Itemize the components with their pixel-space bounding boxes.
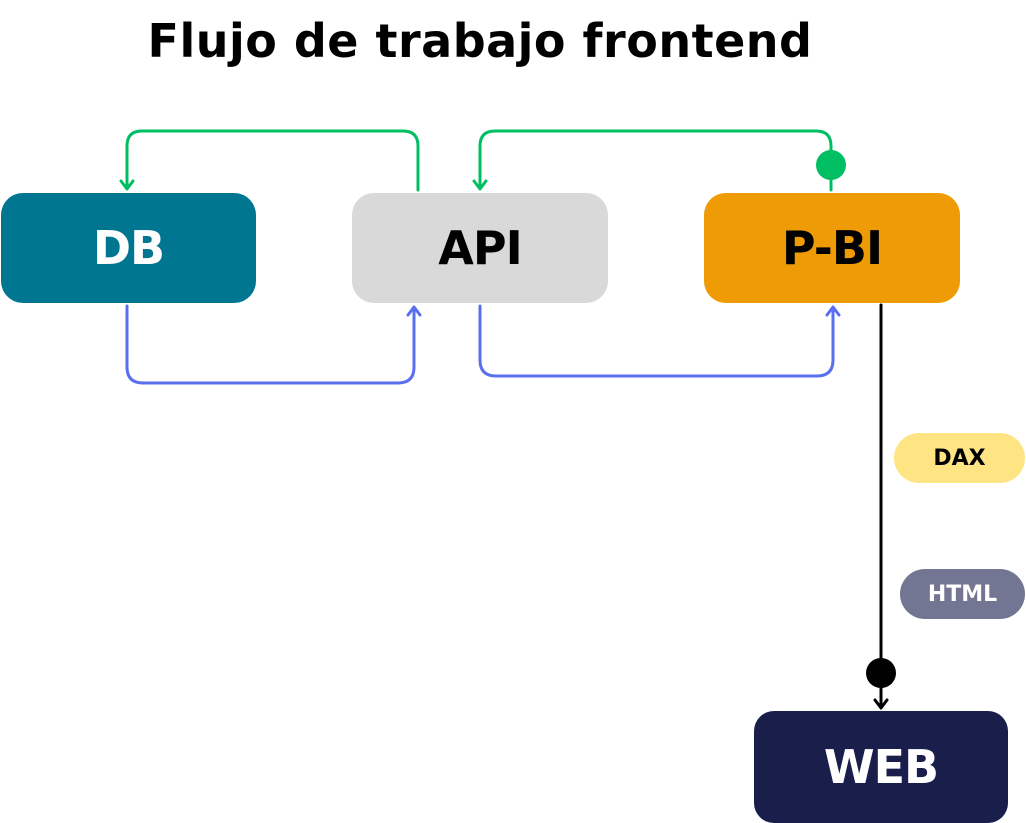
tag-dax-label: DAX xyxy=(933,445,986,471)
node-db-label: DB xyxy=(92,221,165,275)
tag-html: HTML xyxy=(900,569,1025,619)
tag-html-label: HTML xyxy=(927,581,998,607)
arrowhead-into-pbi xyxy=(825,305,841,317)
diagram-title: Flujo de trabajo frontend xyxy=(147,14,813,68)
arrowhead-into-api-bottom xyxy=(406,305,422,317)
connector-pbi-to-api xyxy=(478,129,833,192)
arrowhead-into-web xyxy=(873,698,889,710)
node-pbi: P-BI xyxy=(704,193,960,303)
node-web-label: WEB xyxy=(823,740,939,794)
connector-start-dot-pbi xyxy=(816,150,846,180)
node-api-label: API xyxy=(438,221,522,275)
connector-api-to-db xyxy=(125,129,420,192)
connector-api-to-pbi xyxy=(478,304,835,378)
tag-dax: DAX xyxy=(894,433,1025,483)
node-db: DB xyxy=(1,193,256,303)
node-api: API xyxy=(352,193,608,303)
connector-end-dot-web xyxy=(866,658,896,688)
arrowhead-into-api-top xyxy=(472,179,488,191)
node-pbi-label: P-BI xyxy=(781,221,883,275)
node-web: WEB xyxy=(754,711,1008,823)
connector-db-to-api xyxy=(125,304,416,385)
arrowhead-into-db xyxy=(119,179,135,191)
